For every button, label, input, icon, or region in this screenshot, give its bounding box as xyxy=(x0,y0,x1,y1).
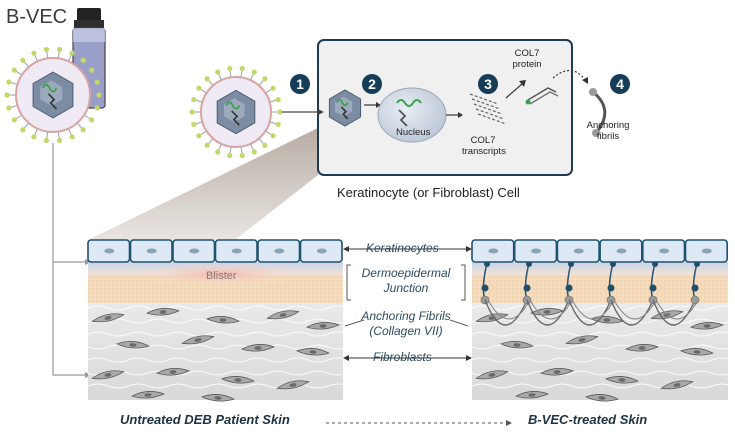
step-3-badge: 3 xyxy=(478,74,498,94)
treated-skin xyxy=(471,239,735,402)
untreated-skin-label: Untreated DEB Patient Skin xyxy=(120,412,290,427)
virus-particle-icon xyxy=(4,46,102,144)
protein-icon xyxy=(525,87,559,105)
fibroblasts-label: Fibroblasts xyxy=(373,350,432,364)
step-2-badge: 2 xyxy=(362,74,382,94)
blister-label: Blister xyxy=(206,270,237,282)
capsid-icon xyxy=(328,89,362,127)
treated-skin-label: B-VEC-treated Skin xyxy=(528,412,648,427)
step-1-badge: 1 xyxy=(290,74,310,94)
zoom-funnel xyxy=(88,128,318,240)
virus-particle-icon xyxy=(189,65,283,159)
keratinocytes-label: Keratinocytes xyxy=(366,241,439,255)
cell-caption: Keratinocyte (or Fibroblast) Cell xyxy=(337,185,520,200)
fibrils-layer-label: Anchoring Fibrils(Collagen VII) xyxy=(361,309,451,338)
step-4-badge: 4 xyxy=(610,74,630,94)
label-arrows xyxy=(326,246,512,426)
nucleus-label: Nucleus xyxy=(396,127,431,138)
connector-line xyxy=(52,143,85,376)
untreated-skin xyxy=(87,239,369,402)
product-title: B-VEC xyxy=(6,6,68,28)
